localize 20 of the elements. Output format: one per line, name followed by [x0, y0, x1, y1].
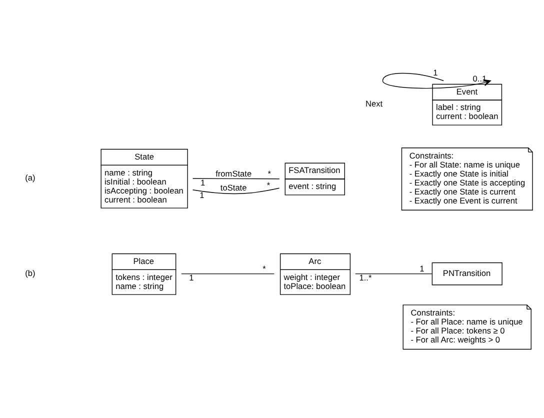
label: 1 [189, 272, 194, 283]
label: (b) [25, 268, 36, 278]
label: 0..1 [472, 73, 487, 84]
label: * [266, 180, 270, 190]
connector [181, 273, 275, 274]
label: 1 [200, 177, 206, 188]
label: 1 [420, 263, 424, 274]
connector [192, 178, 280, 180]
label: 1 [200, 190, 204, 200]
edge-label: Next [366, 98, 383, 108]
label: * [268, 168, 272, 178]
label: 1..* [359, 272, 372, 283]
label: (a) [25, 172, 36, 182]
label: * [262, 263, 266, 274]
node-box: PNTransition [432, 262, 502, 286]
edge-label: fromState [216, 168, 252, 179]
connector [355, 273, 432, 274]
edge-label: toState [220, 182, 247, 192]
connector [192, 188, 280, 194]
label: 1 [433, 67, 438, 78]
